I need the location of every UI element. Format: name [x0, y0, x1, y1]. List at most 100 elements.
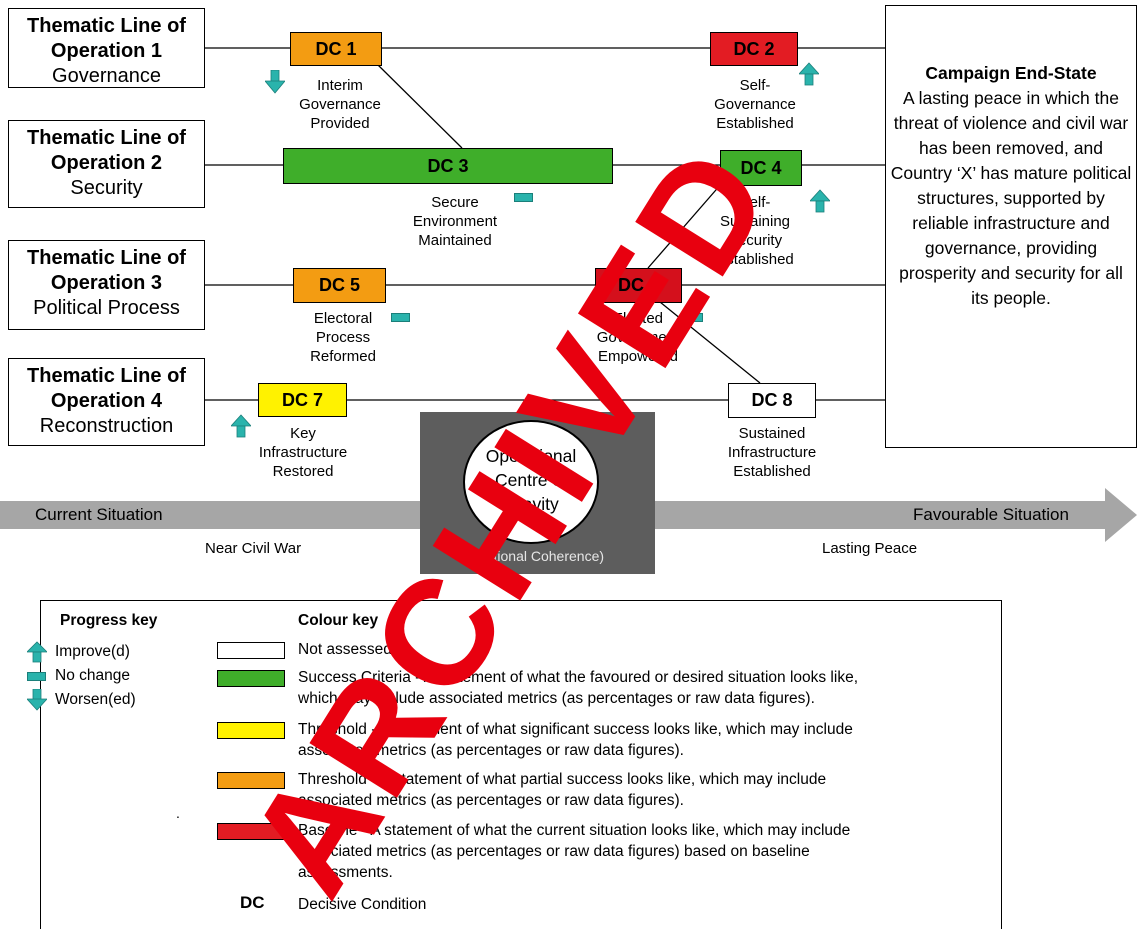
cog-line3: Gravity — [503, 494, 559, 514]
dc-4-box: DC 4 — [720, 150, 802, 186]
dc-3-id: DC 3 — [427, 155, 469, 176]
loo-3-name: Political Process — [33, 297, 180, 319]
dc-2-label-l3: Established — [716, 115, 794, 132]
no-change-icon — [684, 313, 703, 322]
dc-8-box: DC 8 — [728, 383, 816, 418]
dc-1-box: DC 1 — [290, 32, 382, 66]
dc-5-label: Electoral Process Reformed — [283, 309, 403, 366]
stray-dot: . — [176, 805, 180, 821]
loo-2-title: Thematic Line of — [27, 127, 186, 149]
dc-3-label-l3: Maintained — [418, 232, 492, 249]
dc-5-label-l1: Electoral — [313, 310, 373, 327]
progress-key-no-change: No change — [55, 667, 130, 684]
dc-1-label: Interim Governance Provided — [280, 76, 400, 133]
loo-3-number: Operation 3 — [50, 272, 163, 294]
dc-2-label-l2: Governance — [714, 96, 796, 113]
dc-2-label-l1: Self- — [739, 77, 771, 94]
no-change-icon — [391, 313, 410, 322]
end-state-text: A lasting peace in which the threat of v… — [890, 88, 1132, 308]
swatch-baseline-red — [217, 823, 285, 840]
swatch-not-assessed — [217, 642, 285, 659]
loo-4-title: Thematic Line of — [27, 365, 186, 387]
dc-5-label-l2: Process — [315, 329, 371, 346]
progress-key-title: Progress key — [60, 612, 158, 629]
colour-key-not-assessed: Not assessed — [298, 641, 392, 658]
colour-key-threshold-orange-l1: Threshold - A statement of what partial … — [298, 771, 827, 788]
axis-right-sub: Lasting Peace — [822, 540, 918, 557]
swatch-threshold-yellow — [217, 722, 285, 739]
loo-1-box: Thematic Line of Operation 1 Governance — [8, 8, 205, 88]
worsened-arrow-icon — [27, 689, 47, 711]
dc-4-label-l3: Security — [727, 232, 783, 249]
dc-8-id: DC 8 — [751, 390, 793, 410]
colour-key-success: Success Criteria - A statement of what t… — [298, 667, 858, 709]
swatch-success-green — [217, 670, 285, 687]
colour-key-baseline: Baseline - A statement of what the curre… — [298, 820, 850, 883]
dc-3-box: DC 3 — [283, 148, 613, 184]
axis-left-label: Current Situation — [35, 505, 163, 524]
dc-6-box: DC 6 — [595, 268, 682, 303]
colour-key-success-l1: Success Criteria - A statement of what t… — [298, 669, 858, 686]
colour-key-title: Colour key — [298, 612, 379, 629]
dc-2-id: DC 2 — [733, 38, 775, 59]
dc-6-label-l3: Empowered — [597, 348, 679, 365]
dc-1-id: DC 1 — [315, 38, 357, 59]
swatch-threshold-orange — [217, 772, 285, 789]
dc-4-label-l2: Sustaining — [719, 213, 791, 230]
colour-key-threshold-yellow: Threshold - A statement of what signific… — [298, 719, 853, 761]
dc-7-box: DC 7 — [258, 383, 347, 417]
dc-1-label-l2: Governance — [299, 96, 381, 113]
dc-2-box: DC 2 — [710, 32, 798, 66]
dc-4-id: DC 4 — [740, 157, 782, 178]
dc-6-label-l2: Government — [596, 329, 680, 346]
dc-1-label-l3: Provided — [310, 115, 370, 132]
loo-4-number: Operation 4 — [50, 390, 163, 412]
dc-4-label: Self- Sustaining Security Established — [695, 193, 815, 269]
no-change-icon — [27, 672, 46, 681]
loo-3-title: Thematic Line of — [27, 247, 186, 269]
dc-8-label-l2: Infrastructure — [727, 444, 817, 461]
loo-3-box: Thematic Line of Operation 3 Political P… — [8, 240, 205, 330]
dc-8-label: Sustained Infrastructure Established — [712, 424, 832, 481]
axis-left-sub: Near Civil War — [205, 540, 302, 557]
dc-3-label: Secure Environment Maintained — [395, 193, 515, 250]
loo-1-name: Governance — [52, 65, 161, 87]
dc-4-label-l1: Self- — [739, 194, 771, 211]
loo-4-box: Thematic Line of Operation 4 Reconstruct… — [8, 358, 205, 446]
dc-7-label: Key Infrastructure Restored — [243, 424, 363, 481]
progress-key-worsened: Worsen(ed) — [55, 691, 136, 708]
dc-7-label-l2: Infrastructure — [258, 444, 348, 461]
cog-subtitle: (National Coherence) — [470, 548, 605, 564]
worsened-arrow-icon — [265, 70, 285, 94]
colour-key-threshold-yellow-l1: Threshold - A statement of what signific… — [298, 721, 853, 738]
dc-8-label-l1: Sustained — [738, 425, 806, 442]
end-state-box: Campaign End-State A lasting peace in wh… — [885, 5, 1137, 448]
cog-line2: Centre of — [495, 470, 567, 490]
dc-2-label: Self- Governance Established — [695, 76, 815, 133]
dc-7-id: DC 7 — [281, 389, 323, 410]
colour-key-dc-abbr: DC — [240, 893, 265, 912]
colour-key-dc-text: Decisive Condition — [298, 896, 427, 913]
no-change-icon — [514, 193, 533, 202]
dc-6-id: DC 6 — [617, 275, 659, 295]
dc-5-id: DC 5 — [318, 275, 360, 295]
dc-6-label: Elected Government Empowered — [578, 309, 698, 366]
colour-key-baseline-l3: assessments. — [298, 864, 393, 881]
key-box — [40, 600, 1002, 929]
loo-2-name: Security — [70, 177, 143, 199]
end-state-title: Campaign End-State — [925, 63, 1097, 83]
loo-1-title: Thematic Line of — [27, 15, 186, 37]
dc-4-label-l4: Established — [716, 251, 794, 268]
progress-key-improved: Improve(d) — [55, 643, 130, 660]
cog-line1: Operational — [485, 446, 577, 466]
loo-2-box: Thematic Line of Operation 2 Security — [8, 120, 205, 208]
dc-5-label-l3: Reformed — [310, 348, 376, 365]
dc-3-label-l1: Secure — [431, 194, 479, 211]
axis-right-label: Favourable Situation — [913, 505, 1069, 524]
dc-3-label-l2: Environment — [412, 213, 498, 230]
improved-arrow-icon — [27, 641, 47, 663]
colour-key-success-l2: which may include associated metrics (as… — [298, 690, 815, 707]
loo-2-number: Operation 2 — [50, 152, 163, 174]
colour-key-threshold-orange: Threshold - A statement of what partial … — [298, 769, 826, 811]
loo-1-number: Operation 1 — [50, 40, 163, 62]
